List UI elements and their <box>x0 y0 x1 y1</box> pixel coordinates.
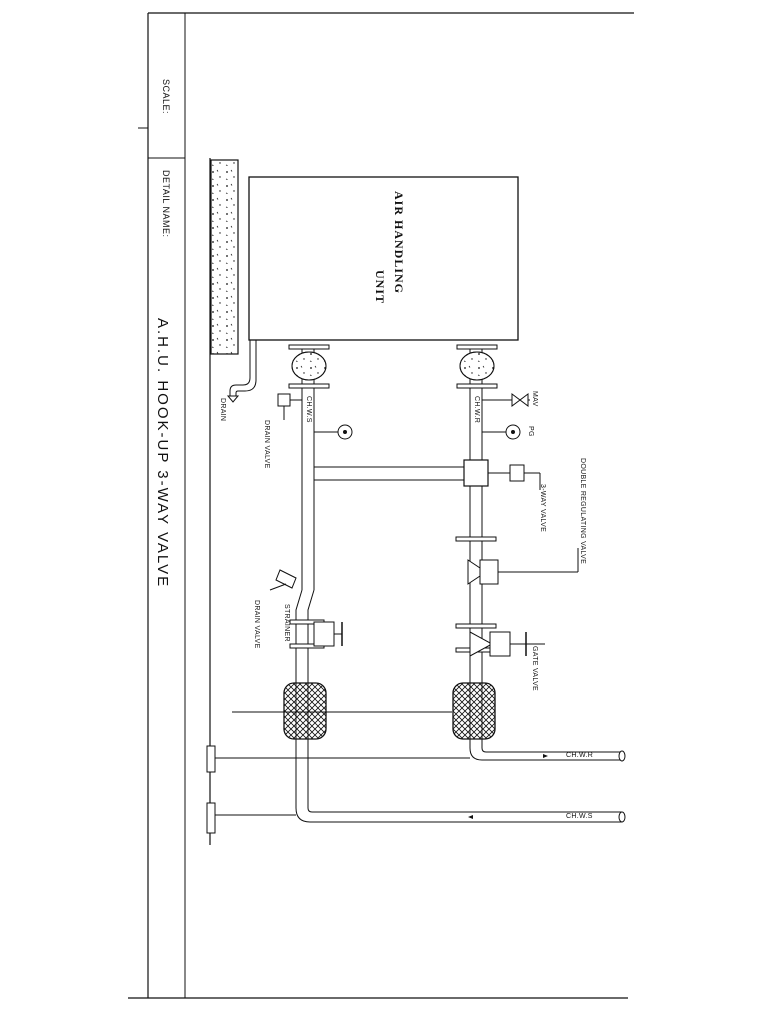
chwr-riser <box>469 345 483 748</box>
gate-valve-icon <box>289 619 343 649</box>
condensate-drain <box>226 340 257 403</box>
gate-valve-label: GATE VALVE <box>531 646 538 692</box>
ahu-label-line2: UNIT <box>373 270 387 305</box>
chwr-main <box>469 747 626 762</box>
drain-valve-icon <box>277 393 302 420</box>
three-way-valve-icon <box>463 459 541 490</box>
scale-label: SCALE: <box>161 79 171 115</box>
concrete-slab <box>210 159 239 355</box>
insulation-hatch-icon <box>283 682 327 740</box>
ahu-box <box>248 176 519 341</box>
pipe-support-icon <box>206 745 470 773</box>
ahu-label-line1: AIR HANDLING <box>392 191 406 295</box>
mav-label: MAV <box>531 391 538 407</box>
chws-vertical-label: CH.W.S <box>305 396 312 423</box>
flexible-connector-icon <box>456 344 498 389</box>
double-regulating-valve-icon <box>467 548 579 585</box>
chws-horizontal-label: CH.W.S <box>566 813 593 820</box>
three-way-valve-label: 3-WAY VALVE <box>539 484 546 533</box>
chwr-horizontal-label: CH.W.R <box>566 752 594 759</box>
title-block-frame <box>128 12 634 999</box>
pressure-gauge-icon <box>314 424 353 440</box>
drain-valve-top-label: DRAIN VALVE <box>263 420 270 469</box>
chws-main <box>295 807 626 823</box>
drain-label: DRAIN <box>219 398 226 422</box>
pipe-support-icon <box>206 802 296 834</box>
strainer-label: STRAINER <box>283 604 290 642</box>
chwr-vertical-label: CH.W.R <box>473 396 480 424</box>
pg-label: PG <box>527 426 534 437</box>
strainer-icon <box>269 569 297 591</box>
flexible-connector-icon <box>288 344 330 389</box>
bypass-pipe <box>314 466 470 481</box>
detail-name-label: DETAIL NAME: <box>161 170 171 238</box>
air-vent-icon <box>482 393 530 407</box>
double-regulating-valve-label: DOUBLE REGULATING VALVE <box>579 458 586 565</box>
detail-title: A.H.U. HOOK-UP 3-WAY VALVE <box>154 318 171 589</box>
gate-valve-icon <box>469 631 545 657</box>
pressure-gauge-icon <box>482 424 521 440</box>
insulation-hatch-icon <box>452 682 496 740</box>
drain-valve-bottom-label: DRAIN VALVE <box>253 600 260 649</box>
